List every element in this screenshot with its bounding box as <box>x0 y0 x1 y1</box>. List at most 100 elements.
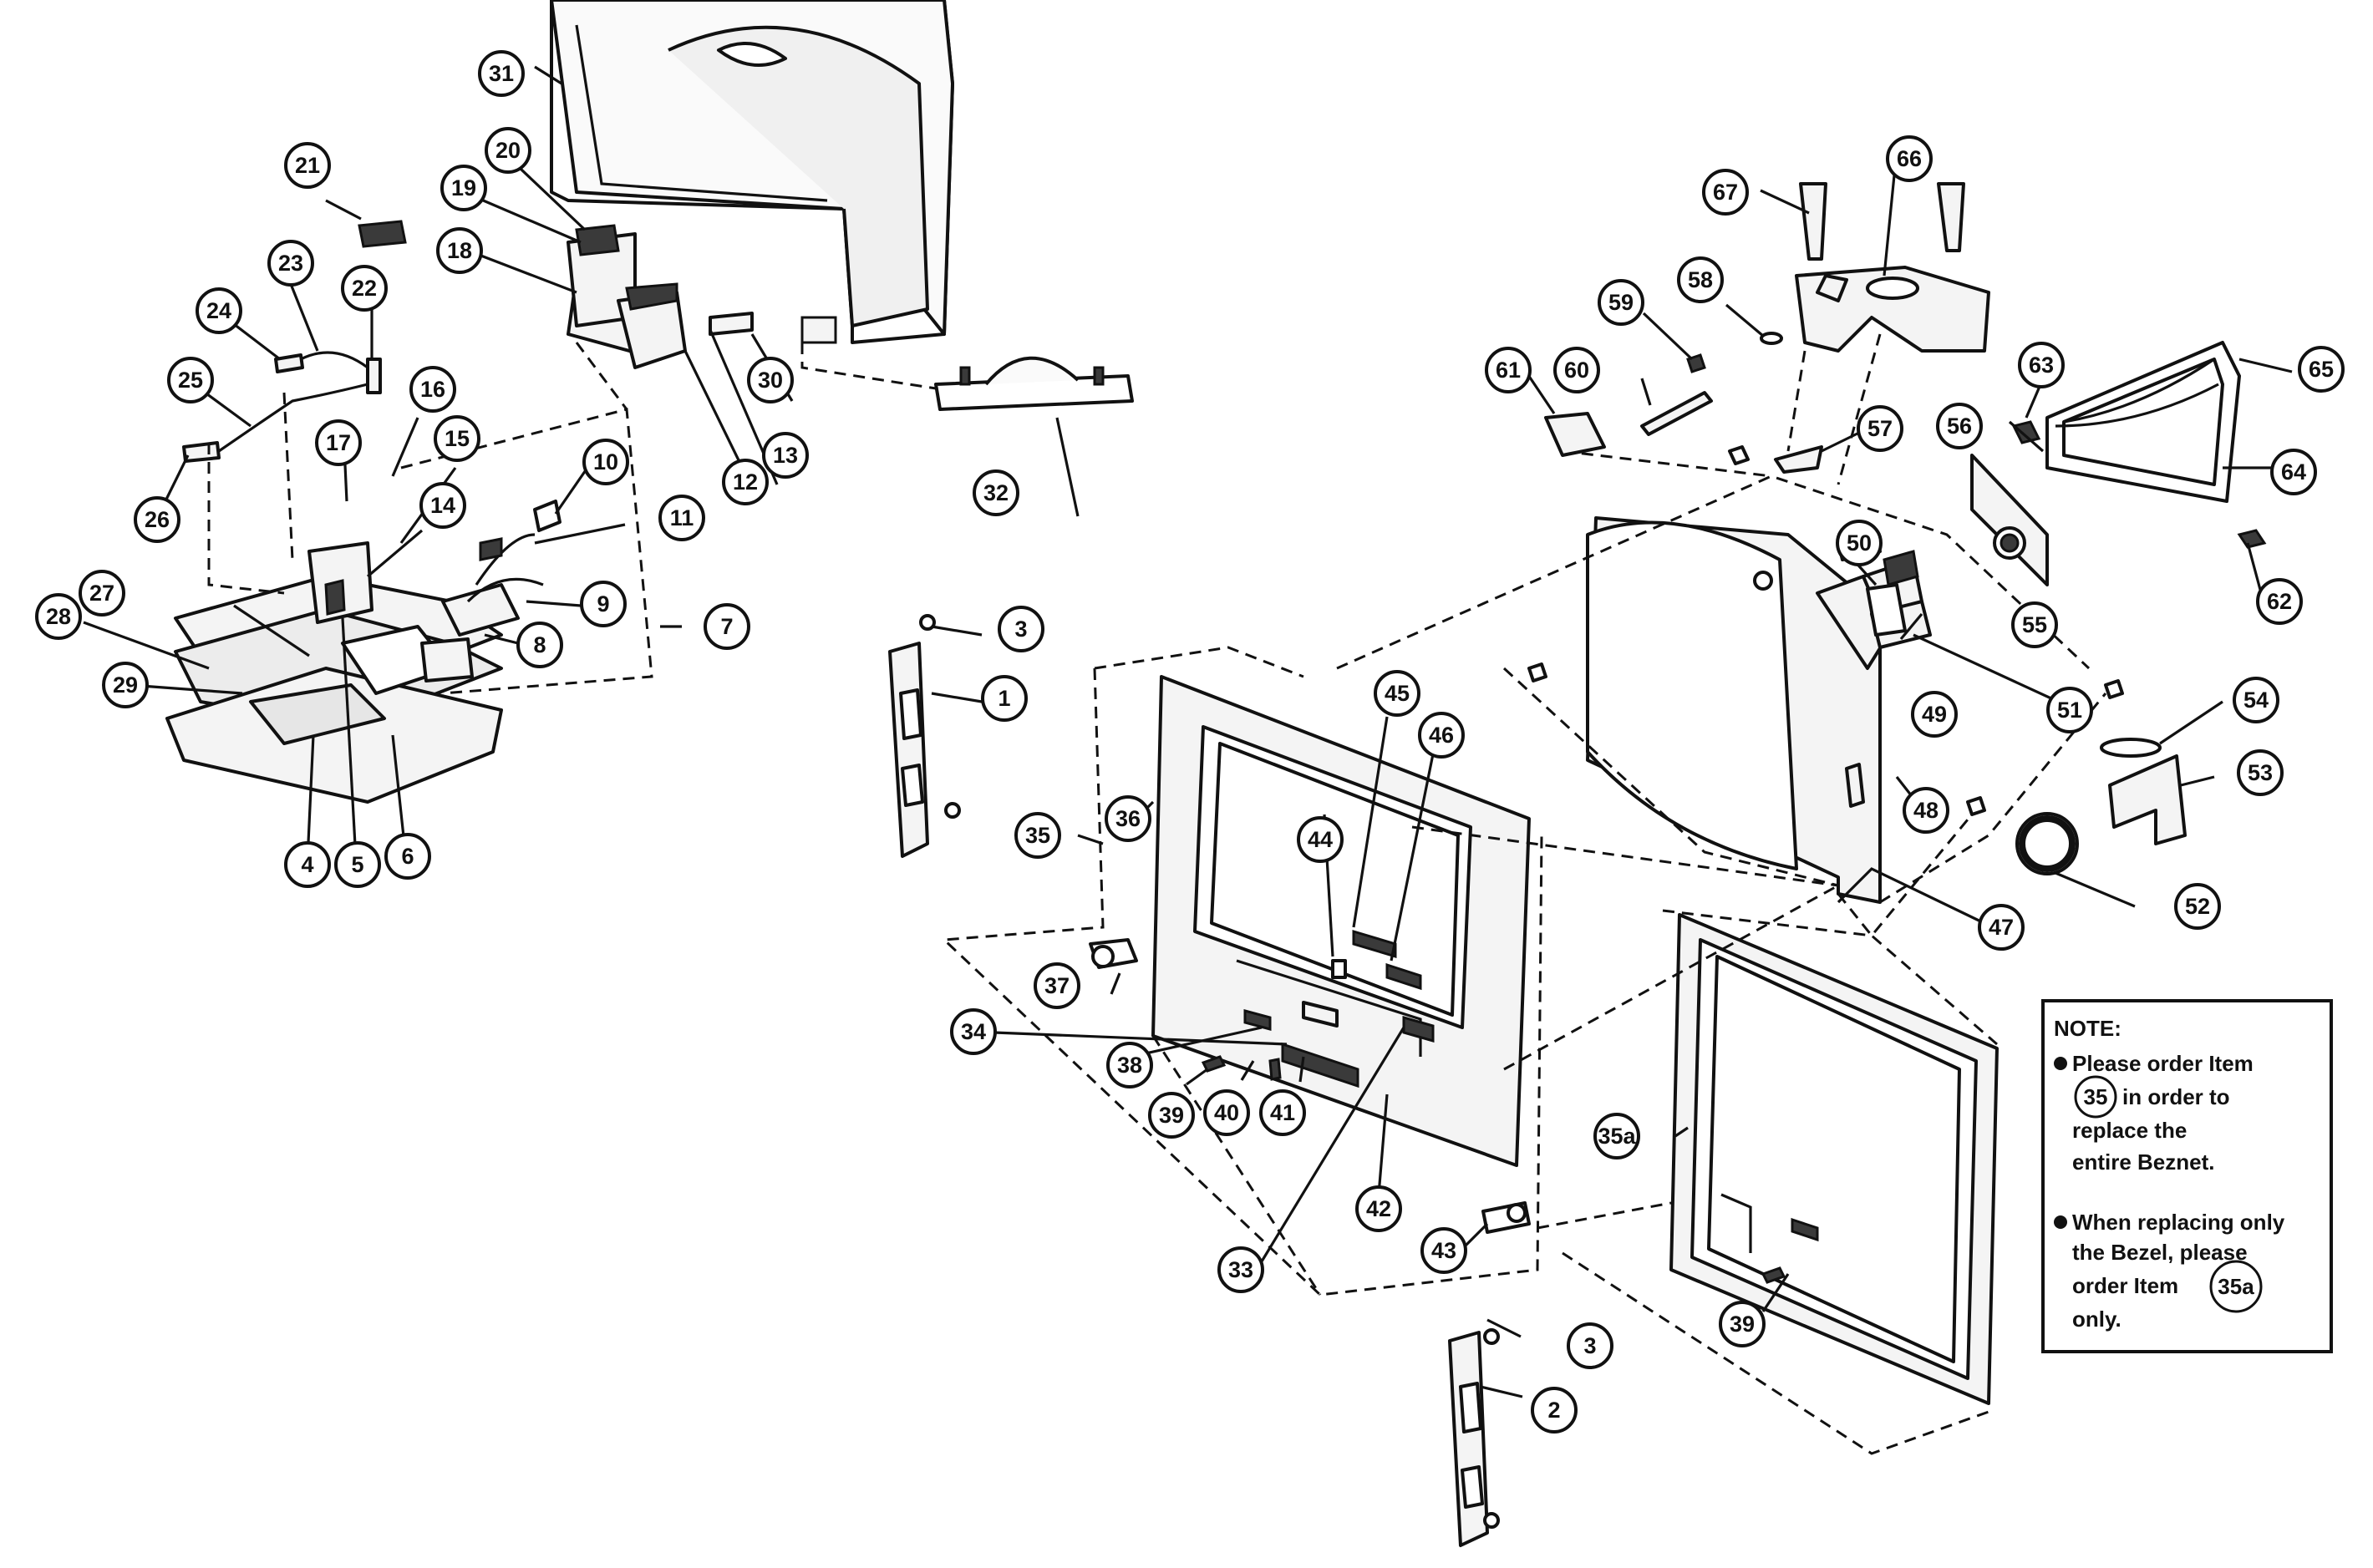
callout-51: 51 <box>2046 687 2093 733</box>
svg-text:13: 13 <box>773 443 798 468</box>
callout-35a: 35a <box>1593 1113 1640 1160</box>
callout-59: 59 <box>1598 279 1644 326</box>
svg-text:11: 11 <box>670 505 694 530</box>
callout-32: 32 <box>973 469 1019 516</box>
right-accessories <box>1544 182 2267 875</box>
svg-text:37: 37 <box>1044 973 1070 998</box>
callout-44: 44 <box>1297 816 1344 863</box>
svg-text:65: 65 <box>2309 357 2334 382</box>
callout-29: 29 <box>102 662 149 708</box>
svg-text:31: 31 <box>489 61 514 86</box>
svg-text:29: 29 <box>113 672 138 698</box>
note-item2-line2: the Bezel, please <box>2072 1240 2248 1265</box>
svg-text:54: 54 <box>2243 688 2269 713</box>
callout-60: 60 <box>1553 347 1600 393</box>
svg-text:58: 58 <box>1688 267 1713 292</box>
callout-23: 23 <box>267 240 314 287</box>
callout-4: 4 <box>284 841 331 888</box>
svg-text:23: 23 <box>278 251 303 276</box>
part-callouts: 1 2 3 3 4 5 6 7 8 9 10 11 12 13 14 15 16… <box>35 50 2345 1434</box>
callout-58: 58 <box>1677 256 1724 303</box>
svg-text:43: 43 <box>1431 1238 1456 1263</box>
svg-text:4: 4 <box>301 852 313 877</box>
callout-21: 21 <box>284 142 331 189</box>
callout-56: 56 <box>1936 403 1983 449</box>
svg-text:17: 17 <box>326 430 351 455</box>
callout-53: 53 <box>2237 749 2284 796</box>
callout-3: 3 <box>998 606 1044 652</box>
svg-text:32: 32 <box>983 480 1009 505</box>
callout-48: 48 <box>1903 787 1949 834</box>
svg-text:67: 67 <box>1713 180 1738 205</box>
callout-10: 10 <box>582 439 629 485</box>
svg-text:50: 50 <box>1847 530 1872 556</box>
svg-text:27: 27 <box>89 581 114 606</box>
callout-18: 18 <box>436 227 483 274</box>
svg-text:47: 47 <box>1989 915 2014 940</box>
callout-17: 17 <box>315 419 362 466</box>
callout-25: 25 <box>167 357 214 403</box>
note-box: NOTE: Please order Item 35 in order to r… <box>2041 999 2333 1353</box>
callout-47: 47 <box>1978 904 2025 951</box>
svg-text:42: 42 <box>1366 1196 1391 1221</box>
svg-text:6: 6 <box>401 844 414 869</box>
callout-9: 9 <box>580 581 627 627</box>
svg-text:66: 66 <box>1897 146 1922 171</box>
note-item1-line3: replace the <box>2072 1118 2187 1143</box>
callout-39b: 39 <box>1719 1301 1766 1347</box>
callout-27: 27 <box>79 570 125 617</box>
svg-text:39: 39 <box>1730 1312 1755 1337</box>
note-ref-circle-35a <box>2209 1260 2263 1313</box>
callout-11: 11 <box>658 495 705 541</box>
callout-63: 63 <box>2018 342 2065 388</box>
callout-57: 57 <box>1857 405 1903 452</box>
svg-text:3: 3 <box>1014 617 1027 642</box>
svg-text:55: 55 <box>2022 612 2047 637</box>
note-item1-ref: 35 <box>2084 1084 2108 1109</box>
svg-text:63: 63 <box>2029 353 2054 378</box>
svg-text:57: 57 <box>1867 416 1893 441</box>
svg-text:44: 44 <box>1308 827 1333 852</box>
callout-19: 19 <box>440 165 487 211</box>
callout-49: 49 <box>1911 691 1958 738</box>
svg-text:33: 33 <box>1228 1257 1253 1282</box>
callout-66: 66 <box>1886 135 1933 182</box>
svg-text:35a: 35a <box>1598 1124 1636 1149</box>
callout-67: 67 <box>1702 169 1749 216</box>
svg-text:28: 28 <box>46 604 71 629</box>
callout-2: 2 <box>1531 1387 1578 1434</box>
svg-text:35: 35 <box>1025 823 1050 848</box>
callout-16: 16 <box>409 366 456 413</box>
callout-6: 6 <box>384 833 431 880</box>
callout-13: 13 <box>762 432 809 479</box>
svg-text:45: 45 <box>1385 681 1410 706</box>
crt-assembly <box>1336 445 2124 1071</box>
callout-30: 30 <box>747 357 794 403</box>
callout-36: 36 <box>1105 795 1151 842</box>
svg-text:1: 1 <box>998 686 1010 711</box>
bullet-icon <box>2054 1215 2067 1229</box>
note-item1-line1: Please order Item <box>2072 1051 2254 1076</box>
callout-34: 34 <box>950 1008 997 1055</box>
svg-text:24: 24 <box>206 298 231 323</box>
callout-20: 20 <box>485 127 531 174</box>
callout-3b: 3 <box>1567 1322 1613 1369</box>
svg-text:26: 26 <box>145 507 170 532</box>
replacement-bezel <box>1537 909 1999 1455</box>
bullet-icon <box>2054 1057 2067 1070</box>
svg-text:19: 19 <box>451 175 476 200</box>
svg-text:62: 62 <box>2267 589 2292 614</box>
svg-text:5: 5 <box>351 852 363 877</box>
svg-text:41: 41 <box>1270 1100 1295 1125</box>
svg-text:20: 20 <box>495 138 521 163</box>
svg-text:36: 36 <box>1115 806 1141 831</box>
callout-55: 55 <box>2011 601 2058 648</box>
svg-text:12: 12 <box>733 469 758 495</box>
callout-33: 33 <box>1217 1246 1264 1293</box>
back-cover-assembly <box>550 0 1134 411</box>
callout-31: 31 <box>478 50 525 97</box>
callout-26: 26 <box>134 496 180 543</box>
note-heading: NOTE: <box>2054 1016 2121 1041</box>
callout-8: 8 <box>516 622 563 668</box>
callout-64: 64 <box>2270 449 2317 495</box>
